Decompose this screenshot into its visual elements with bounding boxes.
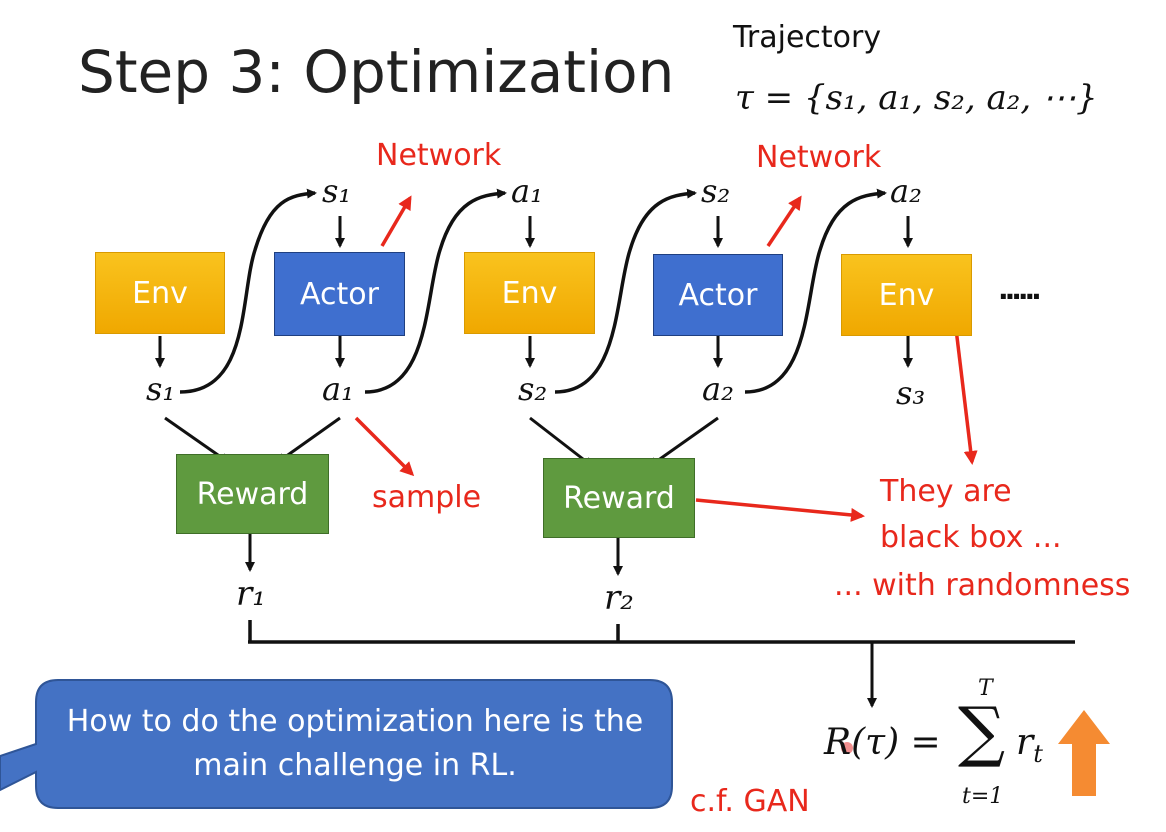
sum-lower-limit: t=1 <box>962 784 1004 809</box>
red-arrow-network1 <box>380 195 412 247</box>
s1-top-label: s₁ <box>322 172 352 210</box>
r2-label: r₂ <box>604 578 634 618</box>
red-arrow-sample <box>354 416 415 477</box>
total-reward-lhs: R(τ) = <box>824 722 941 763</box>
trajectory-formula: τ = {s₁, a₁, s₂, a₂, ⋯} <box>735 78 1098 118</box>
cf-gan-annotation: c.f. GAN <box>690 784 810 819</box>
a2-label: a₂ <box>702 370 734 408</box>
actor-box-1: Actor <box>274 252 405 336</box>
s2-label: s₂ <box>518 370 548 408</box>
up-arrow-icon <box>1058 710 1110 796</box>
a1-top-label: a₁ <box>511 172 543 210</box>
network-annotation-1: Network <box>376 138 502 173</box>
curve-s2-to-top <box>554 188 697 394</box>
red-arrow-reward-blackbox <box>695 498 865 522</box>
blackbox-line-3: ... with randomness <box>834 568 1131 603</box>
callout-text: How to do the optimization here is the m… <box>66 704 644 783</box>
page-title: Step 3: Optimization <box>78 38 675 106</box>
sum-symbol: ∑ <box>958 693 1006 770</box>
pointer-dot <box>841 742 853 754</box>
s2-top-label: s₂ <box>701 172 731 210</box>
env-box-3: Env <box>841 254 972 336</box>
trajectory-label: Trajectory <box>733 20 882 55</box>
curve-s1-to-top <box>179 188 317 394</box>
callout-bubble <box>0 679 673 809</box>
blackbox-line-1: They are <box>880 474 1012 509</box>
red-arrow-env-blackbox <box>952 311 978 465</box>
reward-box-1: Reward <box>176 454 329 534</box>
env-box-1: Env <box>95 252 225 334</box>
sample-annotation: sample <box>372 480 482 515</box>
reward-box-2: Reward <box>543 458 695 538</box>
curve-a2-to-top <box>744 188 887 394</box>
network-annotation-2: Network <box>756 140 882 175</box>
curve-a1-to-top <box>364 188 507 394</box>
s3-label: s₃ <box>896 374 926 412</box>
s1-label: s₁ <box>146 370 176 408</box>
red-arrow-network2 <box>766 195 802 247</box>
env-box-2: Env <box>464 252 595 334</box>
actor-box-2: Actor <box>653 254 783 336</box>
r1-label: r₁ <box>236 574 266 614</box>
sum-upper-limit: T <box>978 676 993 701</box>
sum-term: rt <box>1016 722 1043 769</box>
blackbox-line-2: black box ... <box>880 520 1062 555</box>
a2-top-label: a₂ <box>890 172 922 210</box>
ellipsis: ······ <box>998 280 1042 313</box>
a1-label: a₁ <box>322 370 354 408</box>
